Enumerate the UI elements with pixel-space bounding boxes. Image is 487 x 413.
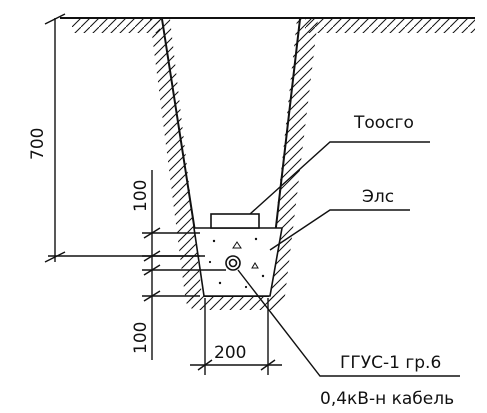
cable-type-label: ГГУС-1 гр.6	[340, 353, 441, 373]
protective-brick	[210, 213, 260, 229]
cable-voltage-label: 0,4кВ-н кабель	[320, 389, 454, 409]
ground-surface	[60, 17, 475, 33]
depth-dimension	[44, 13, 205, 263]
bedding-layer-label: 100	[131, 322, 151, 354]
width-label: 200	[214, 343, 246, 363]
bottom-layer-label: 100	[131, 180, 151, 212]
leader-lines	[237, 141, 460, 377]
sand-layer	[193, 227, 283, 297]
sand-label: Элс	[362, 187, 394, 207]
width-dimension	[190, 298, 282, 375]
layer-dimensions	[142, 170, 226, 360]
depth-label: 700	[28, 128, 48, 160]
brick-label: Тоосго	[353, 113, 414, 133]
cable-icon	[225, 255, 241, 271]
